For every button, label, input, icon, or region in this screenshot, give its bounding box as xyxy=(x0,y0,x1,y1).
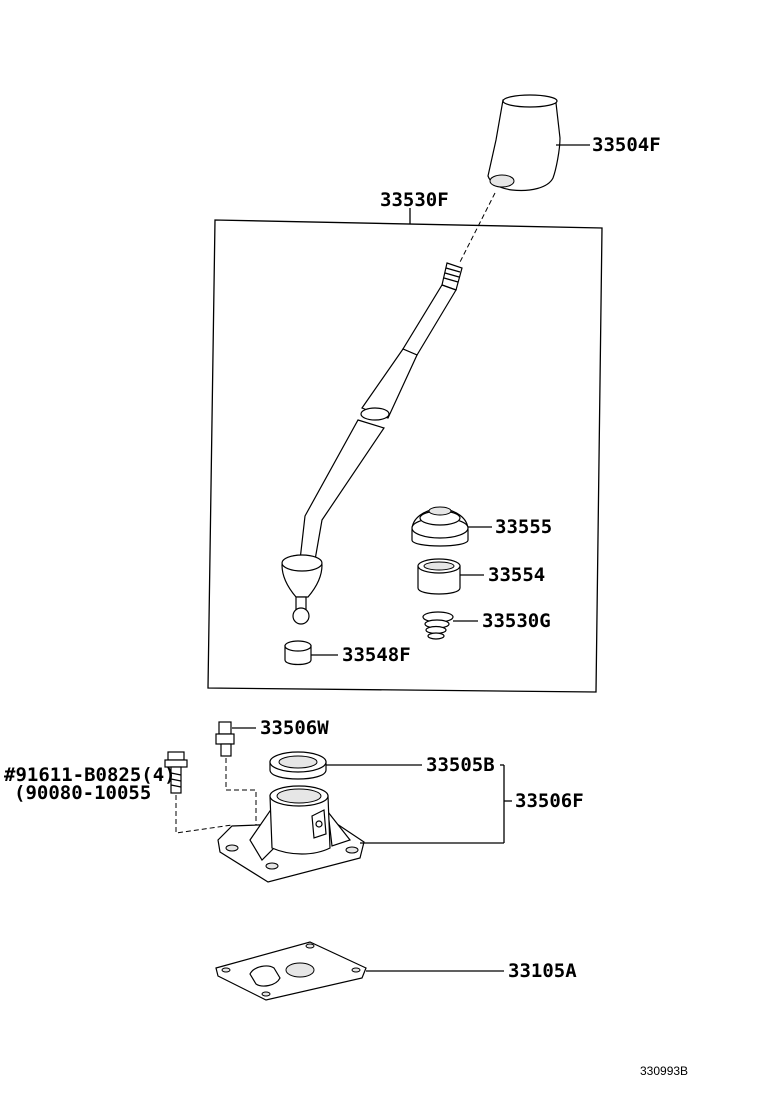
label-33505B: 33505B xyxy=(426,754,495,776)
spring xyxy=(422,611,454,640)
bolt xyxy=(164,751,188,794)
bolt-label-line1: #91611-B0825(4) xyxy=(4,764,176,786)
housing xyxy=(217,785,365,883)
shift-lever xyxy=(281,262,463,625)
pin xyxy=(215,721,235,757)
pin-centerline xyxy=(225,758,257,838)
label-33506W: 33506W xyxy=(260,717,329,739)
label-33530F: 33530F xyxy=(380,189,449,211)
plate xyxy=(215,941,367,1001)
label-33555: 33555 xyxy=(495,516,552,538)
knob-centerline xyxy=(459,192,496,263)
bracket-33506F xyxy=(360,764,512,844)
assembly-box xyxy=(207,208,603,693)
label-33554: 33554 xyxy=(488,564,545,586)
label-33504F: 33504F xyxy=(592,134,661,156)
label-33548F: 33548F xyxy=(342,644,411,666)
drawing-code: 330993B xyxy=(640,1064,688,1078)
seat xyxy=(284,640,312,666)
bolt-centerline xyxy=(175,795,233,838)
label-33530G: 33530G xyxy=(482,610,551,632)
bushing xyxy=(417,558,461,595)
boot xyxy=(411,506,469,547)
shift-knob xyxy=(487,94,561,192)
bolt-label-line2: (90080-10055 xyxy=(14,782,151,804)
label-33105A: 33105A xyxy=(508,960,577,982)
label-33506F: 33506F xyxy=(515,790,584,812)
ring xyxy=(269,751,327,780)
